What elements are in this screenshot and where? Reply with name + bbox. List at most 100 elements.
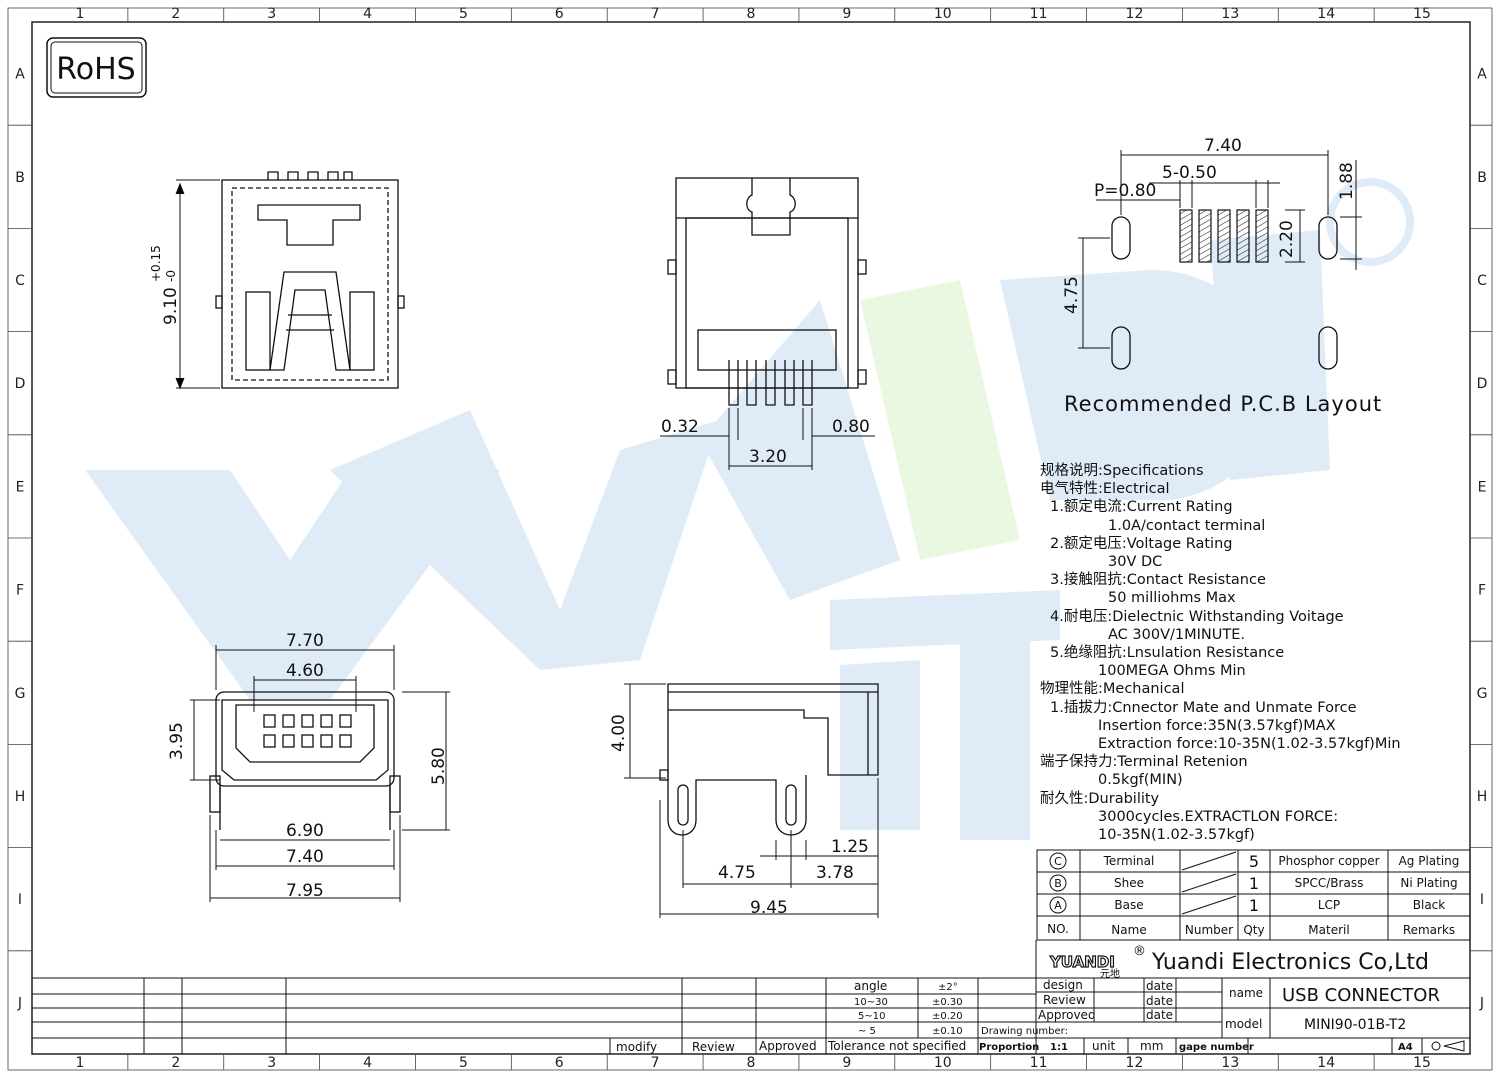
grid-row-label: H — [15, 789, 26, 805]
bom-header-qty: Qty — [1243, 923, 1264, 937]
spec-line: 1.额定电流:Current Rating — [1050, 499, 1233, 516]
grid-col-label: 11 — [1030, 6, 1048, 22]
registered-mark: ® — [1133, 944, 1146, 959]
grid-col-label: 5 — [459, 1055, 468, 1071]
tol-r1: 10~30 — [854, 997, 888, 1008]
tb-name-value: USB CONNECTOR — [1282, 985, 1440, 1006]
grid-row-label: B — [1477, 170, 1487, 186]
grid-row-label: C — [1477, 273, 1487, 289]
grid-col-label: 1 — [75, 6, 84, 22]
grid-row-label: A — [1477, 67, 1487, 83]
grid-col-label: 7 — [651, 1055, 660, 1071]
company-name: Yuandi Electronics Co,Ltd — [1151, 950, 1429, 975]
top-view — [215, 171, 405, 389]
grid-col-label: 9 — [842, 1055, 851, 1071]
dim-side-total: 9.45 — [750, 898, 788, 918]
dim-side-d3: 3.78 — [816, 863, 854, 883]
dim-face-total-height: 5.80 — [429, 747, 449, 785]
grid-row-label: G — [1477, 686, 1488, 702]
tb-size: A4 — [1398, 1042, 1413, 1053]
specifications-block: 规格说明:Specifications 电气特性:Electrical 1.额定… — [1040, 462, 1401, 844]
dim-face-w2: 7.40 — [286, 847, 324, 867]
bom-material-b: SPCC/Brass — [1295, 876, 1364, 890]
dim-front-pitch: 0.80 — [832, 417, 870, 437]
grid-row-label: G — [15, 686, 26, 702]
grid-col-label: 14 — [1317, 1055, 1335, 1071]
dim-top-tol-minus: -0 — [164, 270, 178, 282]
spec-line: 5.绝缘阻抗:Lnsulation Resistance — [1050, 645, 1285, 662]
rohs-badge — [46, 37, 147, 98]
bom-remarks-c: Ag Plating — [1399, 854, 1460, 868]
bom-name-a: Base — [1114, 898, 1143, 912]
spec-line: 1.插拔力:Cnnector Mate and Unmate Force — [1050, 699, 1357, 716]
dim-front-pin: 0.32 — [661, 417, 699, 437]
grid-row-label: E — [16, 479, 25, 495]
grid-col-label: 15 — [1413, 6, 1431, 22]
grid-col-label: 14 — [1317, 6, 1335, 22]
dim-pcb-width: 7.40 — [1204, 136, 1242, 156]
grid-col-label: 9 — [842, 6, 851, 22]
grid-col-label: 13 — [1221, 6, 1239, 22]
bom-qty-b: 1 — [1249, 874, 1259, 893]
bom-material-a: LCP — [1318, 898, 1340, 912]
grid-row-label: F — [16, 583, 24, 599]
dim-face-inner: 4.60 — [286, 661, 324, 681]
dim-face-w3: 7.95 — [286, 881, 324, 901]
grid-col-label: 11 — [1030, 1055, 1048, 1071]
grid-col-label: 4 — [363, 6, 372, 22]
grid-col-label: 6 — [555, 1055, 564, 1071]
dim-pcb-slot: 1.88 — [1337, 162, 1357, 200]
bom-table — [1036, 849, 1471, 941]
bom-remarks-b: Ni Plating — [1400, 876, 1457, 890]
spec-line: 10-35N(1.02-3.57kgf) — [1098, 827, 1255, 844]
spec-line: 物理性能:Mechanical — [1040, 681, 1185, 698]
tb-scale: 1:1 — [1050, 1042, 1068, 1053]
spec-line: Insertion force:35N(3.57kgf)MAX — [1098, 717, 1336, 734]
dim-side-height: 4.00 — [609, 714, 629, 752]
tol-r2: 5~10 — [858, 1011, 885, 1022]
bom-header-material: Materil — [1308, 923, 1349, 937]
side-view — [659, 683, 879, 836]
pcb-layout-title: Recommended P.C.B Layout — [1064, 392, 1383, 416]
grid-row-label: D — [1477, 376, 1488, 392]
front-view — [667, 177, 867, 406]
grid-row-label: F — [1478, 583, 1486, 599]
bom-remarks-a: Black — [1413, 898, 1446, 912]
spec-line: 3.接触阻抗:Contact Resistance — [1050, 572, 1266, 589]
grid-col-label: 15 — [1413, 1055, 1431, 1071]
spec-line: 100MEGA Ohms Min — [1098, 663, 1246, 680]
rev-approved: Approved — [759, 1039, 817, 1053]
spec-line: 1.0A/contact terminal — [1108, 517, 1266, 534]
pcb-layout — [1111, 216, 1338, 370]
grid-row-label: J — [1479, 995, 1484, 1011]
grid-col-label: 8 — [747, 6, 756, 22]
grid-row-label: J — [17, 995, 22, 1011]
tol-angle-val: ±2° — [938, 982, 958, 993]
spec-line: 30V DC — [1108, 554, 1163, 571]
tb-date-3: date — [1146, 1008, 1173, 1022]
grid-col-label: 2 — [171, 6, 180, 22]
dim-side-d2: 4.75 — [718, 863, 756, 883]
bom-header-name: Name — [1111, 923, 1146, 937]
tb-model-value: MINI90-01B-T2 — [1304, 1017, 1406, 1033]
grid-row-label: D — [15, 376, 26, 392]
grid-row-label: B — [15, 170, 25, 186]
spec-line: 4.耐电压:Dielectnic Withstanding Voitage — [1050, 608, 1344, 625]
spec-line: 0.5kgf(MIN) — [1098, 772, 1183, 789]
rev-modify: modify — [616, 1040, 657, 1054]
rohs-label: RoHS — [56, 52, 135, 87]
spec-line: AC 300V/1MINUTE. — [1108, 626, 1245, 643]
tb-unit: unit — [1092, 1039, 1116, 1053]
tb-proportion: Proportion — [979, 1042, 1039, 1053]
grid-col-label: 6 — [555, 6, 564, 22]
tol-r1v: ±0.30 — [932, 997, 963, 1008]
spec-line: 2.额定电压:Voltage Rating — [1050, 535, 1233, 552]
tol-r3: ~ 5 — [858, 1026, 876, 1037]
bom-qty-a: 1 — [1249, 896, 1259, 915]
tb-model-label: model — [1225, 1017, 1262, 1031]
grid-col-label: 2 — [171, 1055, 180, 1071]
grid-col-label: 10 — [934, 6, 952, 22]
grid-row-label: C — [15, 273, 25, 289]
grid-row-label: I — [1480, 892, 1484, 908]
bom-qty-c: 5 — [1249, 852, 1259, 871]
